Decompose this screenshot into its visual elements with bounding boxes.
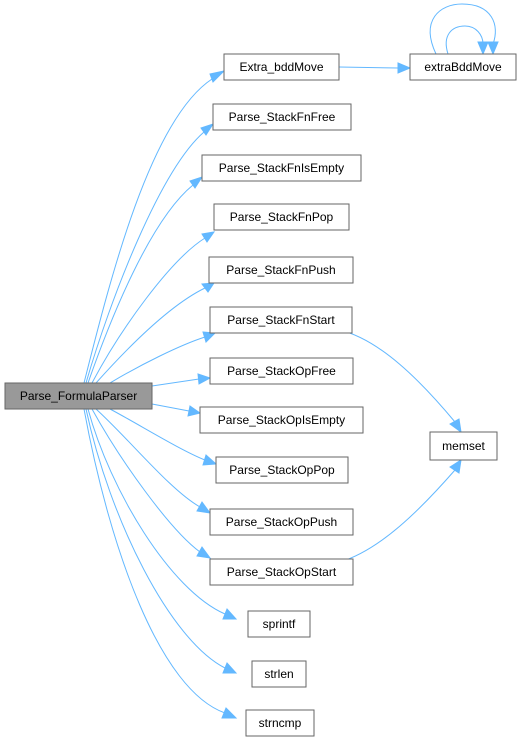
edge-root-stack-op-start — [91, 408, 201, 553]
edge-stack-op-start-memset — [339, 469, 456, 563]
node-label: Parse_StackOpStart — [227, 565, 337, 579]
edge-root-stack-fn-push — [95, 287, 206, 384]
edge-arrowhead — [196, 546, 212, 559]
edge-stack-fn-start-memset — [339, 329, 456, 423]
edge-arrowhead — [449, 458, 462, 474]
edge-arrowhead — [201, 282, 215, 293]
node-stack-fn-free[interactable]: Parse_StackFnFree — [212, 103, 352, 131]
edge-arrowhead — [200, 123, 215, 136]
edge-arrowhead — [222, 608, 238, 620]
node-stack-fn-push[interactable]: Parse_StackFnPush — [208, 256, 354, 284]
node-label: extraBddMove — [424, 60, 502, 74]
edge-extraBddMove-self-inner — [445, 25, 484, 55]
edge-arrowhead — [187, 405, 202, 417]
edge-root-extra-bdd-move — [83, 78, 213, 384]
node-stack-op-push[interactable]: Parse_StackOpPush — [209, 508, 354, 536]
edge-extra-bdd-move-extraBddMove — [338, 66, 399, 69]
node-extraBddMove[interactable]: extraBddMove — [409, 53, 517, 81]
node-label: Parse_StackOpIsEmpty — [218, 413, 345, 427]
edge-arrowhead — [222, 662, 238, 674]
node-stack-op-free[interactable]: Parse_StackOpFree — [209, 357, 354, 385]
edge-root-stack-fn-is-empty — [87, 184, 194, 384]
edge-arrowhead — [487, 41, 499, 56]
edge-root-strncmp — [83, 408, 226, 714]
edge-root-sprintf — [87, 408, 226, 615]
edge-arrowhead — [209, 70, 226, 83]
node-strncmp[interactable]: strncmp — [245, 709, 315, 737]
edge-arrowhead — [449, 418, 462, 434]
edge-arrowhead — [202, 331, 217, 343]
edge-root-stack-fn-pop — [91, 237, 206, 384]
node-label: Parse_StackFnFree — [229, 110, 336, 124]
edge-arrowhead — [397, 62, 412, 74]
node-stack-op-pop[interactable]: Parse_StackOpPop — [215, 456, 349, 484]
node-root[interactable]: Parse_FormulaParser — [4, 382, 153, 410]
node-stack-fn-is-empty[interactable]: Parse_StackFnIsEmpty — [201, 154, 362, 182]
edge-arrowhead — [189, 176, 204, 189]
node-memset[interactable]: memset — [429, 431, 498, 461]
node-stack-fn-pop[interactable]: Parse_StackFnPop — [213, 203, 350, 231]
node-label: Parse_StackOpPush — [226, 515, 337, 529]
node-label: strlen — [264, 667, 293, 681]
node-extra-bdd-move[interactable]: Extra_bddMove — [223, 53, 340, 81]
edge-root-stack-fn-free — [85, 131, 205, 384]
node-label: Parse_StackFnPop — [230, 210, 334, 224]
node-label: Parse_StackFnStart — [227, 313, 335, 327]
edge-root-stack-op-pop — [109, 408, 206, 461]
node-stack-fn-start[interactable]: Parse_StackFnStart — [209, 306, 353, 334]
edge-arrowhead — [202, 454, 218, 466]
node-stack-op-is-empty[interactable]: Parse_StackOpIsEmpty — [199, 406, 364, 434]
node-strlen[interactable]: strlen — [251, 660, 307, 688]
edge-arrowhead — [197, 373, 212, 385]
edge-root-stack-fn-start — [109, 336, 206, 384]
node-label: Parse_StackFnPush — [226, 263, 335, 277]
edge-extraBddMove-self-outer — [429, 3, 496, 55]
edge-root-strlen — [85, 408, 226, 669]
node-label: memset — [442, 439, 485, 453]
edge-arrowhead — [221, 707, 238, 719]
node-label: Parse_StackFnIsEmpty — [219, 161, 344, 175]
edge-root-stack-op-is-empty — [151, 403, 190, 412]
edges — [83, 3, 499, 719]
node-label: sprintf — [263, 617, 296, 631]
node-label: Parse_StackOpPop — [229, 463, 335, 477]
edge-arrowhead — [201, 231, 216, 243]
edge-arrowhead — [477, 41, 489, 56]
node-sprintf[interactable]: sprintf — [247, 610, 311, 638]
edge-root-stack-op-push — [95, 408, 201, 508]
node-stack-op-start[interactable]: Parse_StackOpStart — [209, 558, 354, 586]
edge-root-stack-op-free — [151, 378, 200, 387]
node-label: Extra_bddMove — [239, 60, 323, 74]
node-label: Parse_FormulaParser — [20, 389, 137, 403]
edge-arrowhead — [196, 501, 212, 514]
node-label: strncmp — [259, 716, 302, 730]
node-label: Parse_StackOpFree — [227, 364, 336, 378]
